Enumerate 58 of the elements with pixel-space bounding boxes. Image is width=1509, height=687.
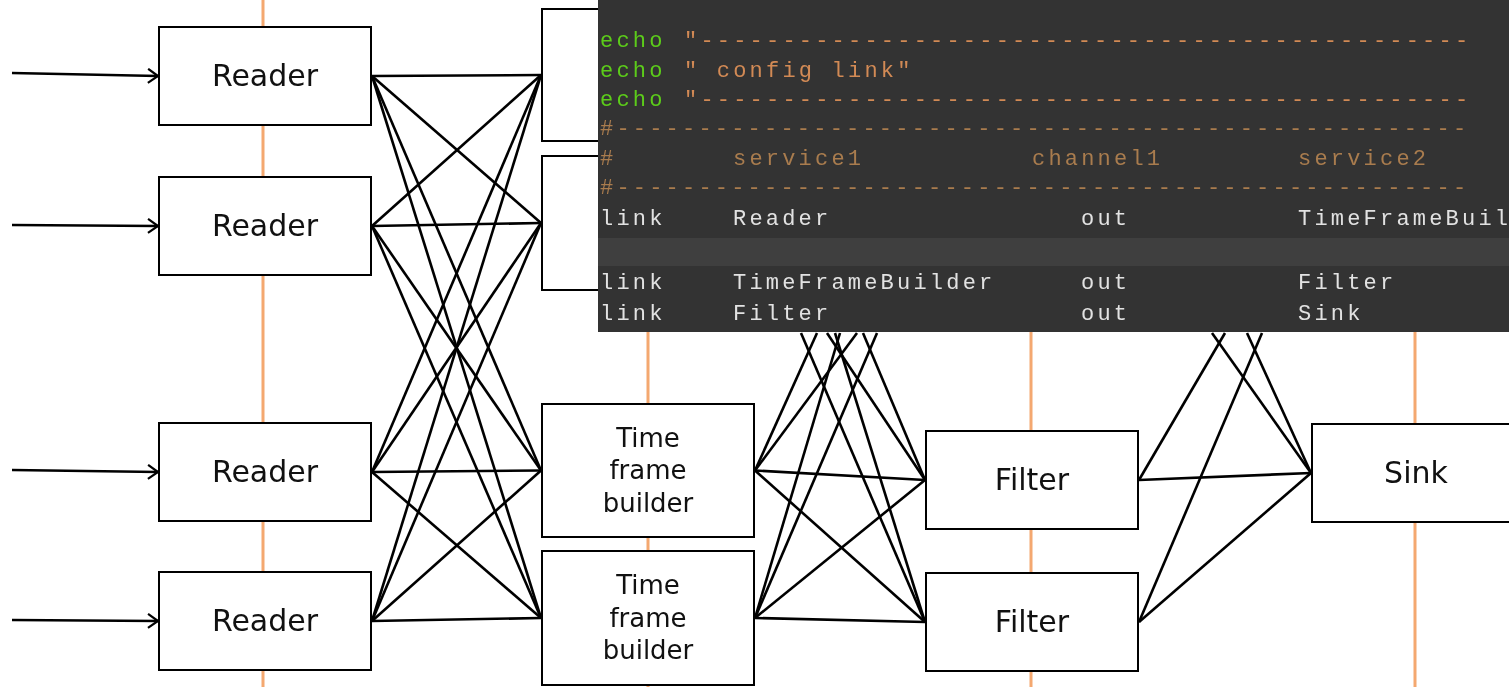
arrow — [12, 612, 160, 630]
code-text: link — [600, 271, 666, 297]
builder-box — [541, 550, 755, 686]
builder-box — [541, 8, 599, 142]
connector-line — [825, 332, 927, 481]
arrow — [12, 217, 160, 235]
code-text: channel1 — [1032, 147, 1164, 173]
code-text: service1 — [733, 147, 865, 173]
filter-box — [925, 572, 1139, 672]
code-text: out — [1081, 207, 1131, 233]
code-text: out — [1081, 302, 1131, 328]
arrow — [11, 67, 160, 84]
code-text: Filter — [733, 302, 832, 328]
code-text: #---------------------------------------------------- — [600, 176, 1470, 202]
connector-line — [1245, 332, 1313, 474]
node-label: Time frame builder — [601, 569, 695, 667]
node-label: Reader — [211, 453, 319, 491]
connector-line — [371, 221, 542, 228]
node-label: Time frame builder — [601, 421, 695, 520]
code-text: TimeFrameBuil — [1298, 207, 1509, 233]
connector-line — [371, 616, 542, 623]
code-text: "----------------------------------------------- — [684, 88, 1472, 114]
node-label: Reader — [211, 57, 319, 95]
code-text: " config link" — [684, 59, 914, 85]
code-text: link — [600, 207, 666, 233]
node-label: Reader — [211, 602, 319, 640]
code-text: echo — [600, 88, 666, 114]
reader-box — [158, 26, 372, 126]
reader-box — [158, 422, 372, 522]
node-label: Sink — [1384, 454, 1448, 492]
node-label: Filter — [994, 603, 1070, 641]
code-text: out — [1081, 271, 1131, 297]
reader-box — [158, 176, 372, 276]
node-label: Filter — [994, 461, 1070, 499]
connector-line — [1138, 472, 1312, 623]
code-text: Filter — [1298, 271, 1397, 297]
arrow — [12, 463, 160, 480]
sink-box — [1311, 423, 1509, 523]
connector-line — [372, 469, 541, 474]
code-text: echo — [600, 59, 666, 85]
connector-line — [372, 73, 541, 78]
reader-box — [158, 571, 372, 671]
connector-line — [754, 616, 926, 624]
code-text: Reader — [733, 207, 832, 233]
code-text: # — [600, 147, 617, 173]
builder-box — [541, 403, 755, 538]
code-text: service2 — [1298, 147, 1430, 173]
code-text: "----------------------------------------------- — [684, 29, 1472, 55]
connector-line — [1138, 471, 1312, 482]
code-text: link — [600, 302, 666, 328]
node-label: Reader — [211, 207, 319, 245]
code-text: echo — [600, 29, 666, 55]
builder-box — [541, 155, 599, 291]
code-text: #---------------------------------------------------- — [600, 117, 1470, 143]
code-text: Sink — [1298, 302, 1364, 328]
filter-box — [925, 430, 1139, 530]
code-text: TimeFrameBuilder — [733, 271, 996, 297]
connector-line — [754, 469, 926, 482]
